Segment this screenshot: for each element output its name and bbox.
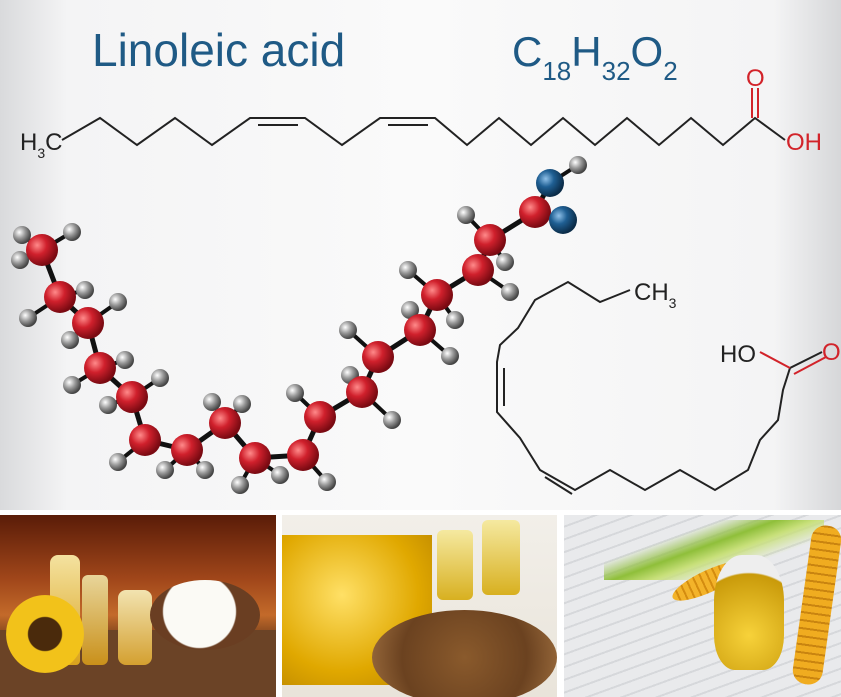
- h3c-label: H3C: [20, 129, 62, 161]
- ball-and-stick-model: [11, 156, 587, 494]
- flaxseed-pile: [372, 610, 557, 697]
- hydrogen-atom: [63, 223, 81, 241]
- hydrogen-atom: [569, 156, 587, 174]
- hydrogen-atom: [457, 206, 475, 224]
- hydrogen-atom: [231, 476, 249, 494]
- carbon-atom: [362, 341, 394, 373]
- carbon-atom: [346, 376, 378, 408]
- structure-canvas: Linoleic acid C18H32O2 H3C O OH CH3 HO O: [11, 24, 841, 495]
- formula-h-sub: 32: [602, 56, 631, 86]
- coconut: [150, 580, 260, 650]
- hydrogen-atom: [318, 473, 336, 491]
- molecular-formula: C18H32O2: [512, 28, 678, 86]
- carbon-atom: [404, 314, 436, 346]
- carbon-atom: [116, 381, 148, 413]
- photo-corn-oil: [564, 515, 841, 697]
- hydrogen-atom: [13, 226, 31, 244]
- hydrogen-atom: [109, 453, 127, 471]
- h3c-c: C: [45, 129, 62, 156]
- oil-jug: [714, 555, 784, 670]
- oil-vial: [437, 530, 473, 600]
- title: Linoleic acid: [92, 24, 345, 76]
- hydrogen-atom: [441, 347, 459, 365]
- top-carbonyl-o: O: [746, 65, 765, 92]
- sunflower: [6, 595, 84, 673]
- bottom-hydroxyl: HO: [720, 341, 756, 368]
- formula-c-sub: 18: [542, 56, 571, 86]
- carbon-atom: [84, 352, 116, 384]
- oil-vial: [482, 520, 520, 595]
- hydrogen-atom: [203, 393, 221, 411]
- hydrogen-atom: [99, 396, 117, 414]
- carbon-atom: [421, 279, 453, 311]
- carbon-atom: [26, 234, 58, 266]
- hydrogen-atom: [76, 281, 94, 299]
- hydrogen-atom: [19, 309, 37, 327]
- hydrogen-atom: [496, 253, 514, 271]
- ch3-label: CH: [634, 279, 669, 306]
- skeletal-formula-bottom: [496, 280, 827, 495]
- hydrogen-atom: [196, 461, 214, 479]
- hydrogen-atom: [286, 384, 304, 402]
- hydrogen-atom: [11, 251, 29, 269]
- hydrogen-atom: [109, 293, 127, 311]
- hydrogen-atom: [156, 461, 174, 479]
- formula-c: C: [512, 28, 542, 75]
- carbon-atom: [239, 442, 271, 474]
- bottom-carbonyl-o: O: [822, 339, 841, 366]
- carbon-atom: [72, 307, 104, 339]
- photo-sunflower-coconut-oils: [0, 515, 276, 697]
- hydrogen-atom: [116, 351, 134, 369]
- hydrogen-atom: [151, 369, 169, 387]
- oil-bottle: [82, 575, 108, 665]
- carbon-atom: [304, 401, 336, 433]
- photo-fish-oil-flaxseed: [282, 515, 557, 697]
- hydrogen-atom: [446, 311, 464, 329]
- hydrogen-atom: [271, 466, 289, 484]
- carbon-atom: [519, 196, 551, 228]
- oxygen-atom: [549, 206, 577, 234]
- carbon-atom: [171, 434, 203, 466]
- formula-h: H: [571, 28, 601, 75]
- carbon-atom: [462, 254, 494, 286]
- hydrogen-atom: [61, 331, 79, 349]
- carbon-atom: [209, 407, 241, 439]
- oxygen-atom: [536, 169, 564, 197]
- ch3-sub: 3: [669, 295, 677, 311]
- top-hydroxyl: OH: [786, 129, 822, 156]
- hydrogen-atom: [501, 283, 519, 301]
- formula-o-sub: 2: [663, 56, 677, 86]
- hydrogen-atom: [383, 411, 401, 429]
- hydrogen-atom: [401, 301, 419, 319]
- carbon-atom: [44, 281, 76, 313]
- hydrogen-atom: [339, 321, 357, 339]
- linoleic-acid-diagram: Linoleic acid C18H32O2 H3C O OH CH3 HO O: [0, 0, 841, 510]
- formula-o: O: [631, 28, 664, 75]
- carbon-atom: [129, 424, 161, 456]
- skeletal-formula-top: [61, 88, 786, 147]
- carbon-atom: [474, 224, 506, 256]
- h3c-h: H: [20, 129, 37, 156]
- h3c-sub: 3: [37, 145, 45, 161]
- ch3-label-group: CH3: [634, 279, 677, 311]
- oil-jar: [118, 590, 152, 665]
- hydrogen-atom: [63, 376, 81, 394]
- hydrogen-atom: [399, 261, 417, 279]
- hydrogen-atom: [233, 395, 251, 413]
- carbon-atom: [287, 439, 319, 471]
